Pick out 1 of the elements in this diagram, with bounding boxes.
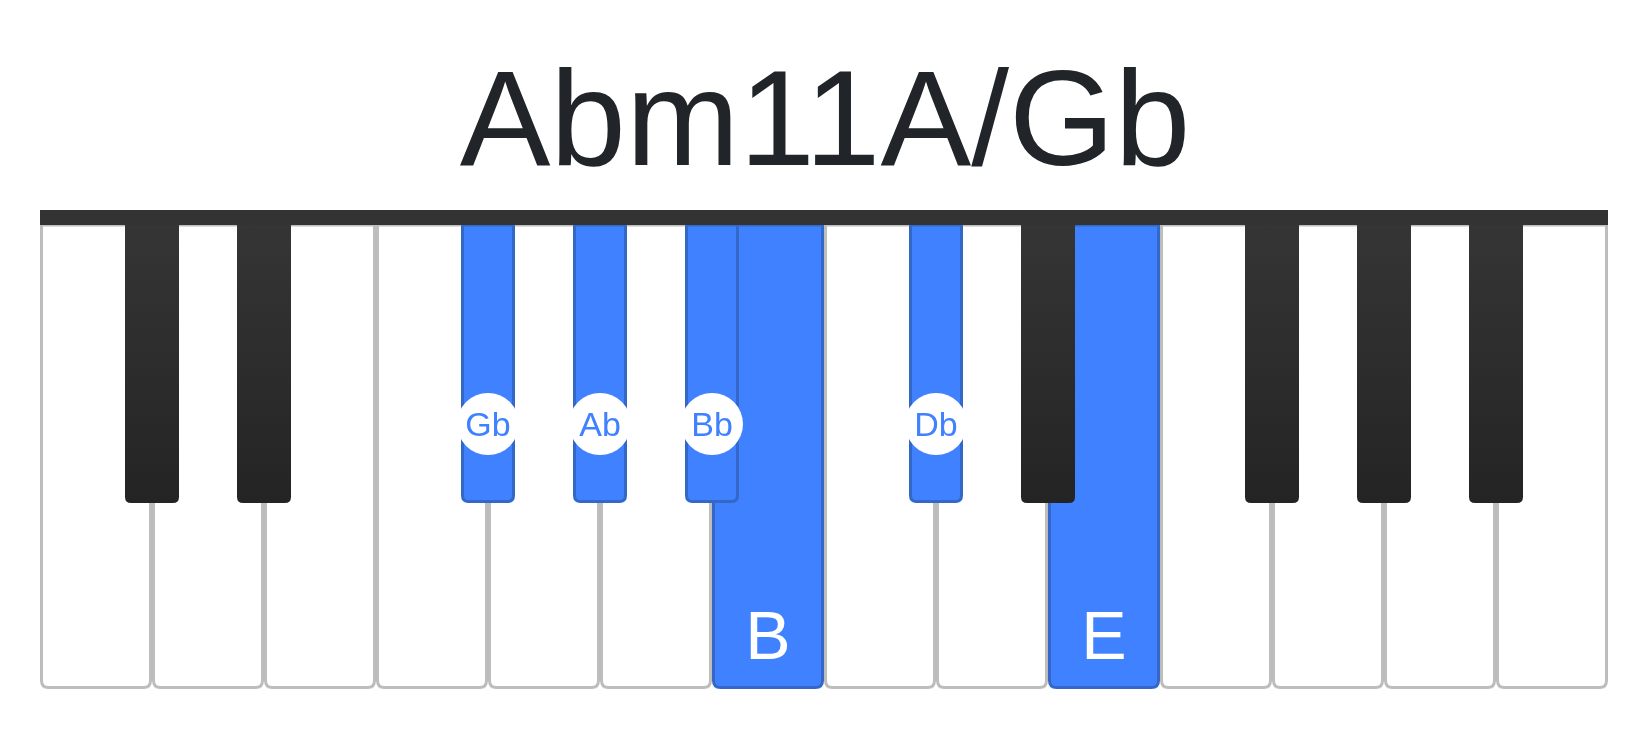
- chord-title: Abm11A/Gb: [459, 50, 1191, 186]
